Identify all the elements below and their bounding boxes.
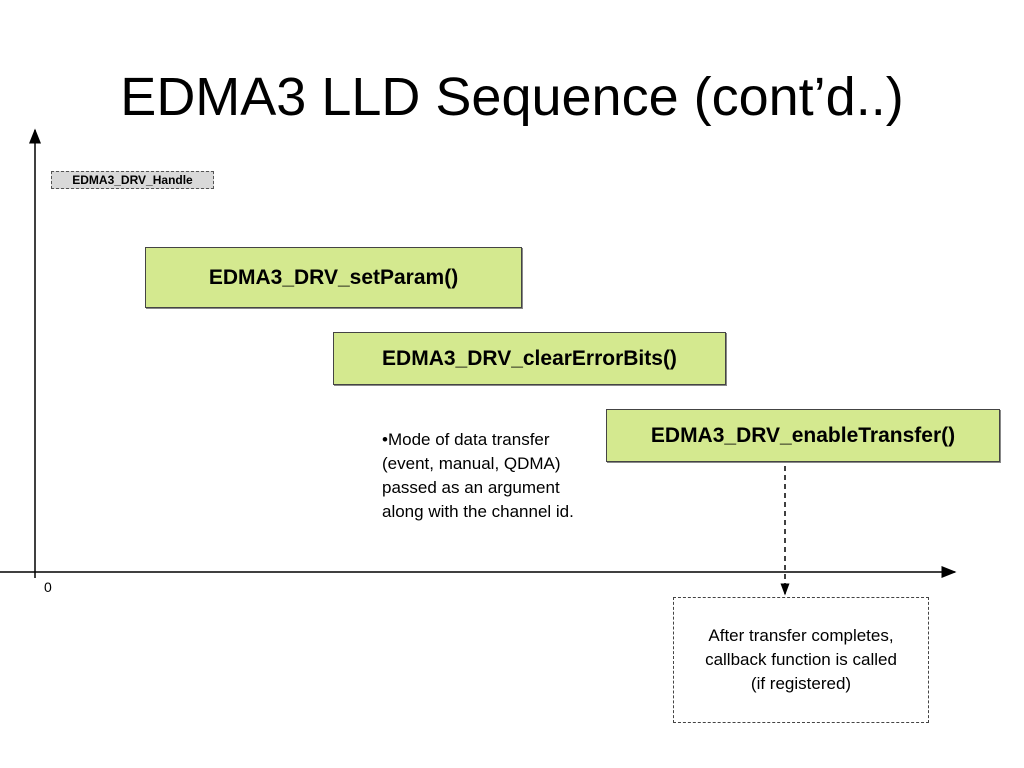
slide-title: EDMA3 LLD Sequence (cont’d..) — [120, 67, 904, 127]
callback-box: After transfer completes, callback funct… — [673, 597, 929, 723]
callback-line: After transfer completes, — [708, 626, 894, 645]
note-line: •Mode of data transfer — [382, 430, 550, 449]
handle-label: EDMA3_DRV_Handle — [51, 171, 214, 189]
step-box-setparam: EDMA3_DRV_setParam() — [145, 247, 522, 308]
step-box-clearerrorbits: EDMA3_DRV_clearErrorBits() — [333, 332, 726, 385]
step-label: EDMA3_DRV_enableTransfer() — [650, 423, 956, 447]
callback-line: callback function is called — [705, 650, 897, 669]
transfer-mode-note: •Mode of data transfer (event, manual, Q… — [382, 428, 622, 524]
note-line: along with the channel id. — [382, 502, 574, 521]
step-label: EDMA3_DRV_setParam() — [208, 265, 459, 289]
callback-line: (if registered) — [750, 674, 852, 693]
step-label: EDMA3_DRV_clearErrorBits() — [382, 346, 677, 370]
origin-label: 0 — [44, 579, 52, 595]
step-box-enabletransfer: EDMA3_DRV_enableTransfer() — [606, 409, 1000, 462]
note-line: passed as an argument — [382, 478, 560, 497]
note-line: (event, manual, QDMA) — [382, 454, 561, 473]
